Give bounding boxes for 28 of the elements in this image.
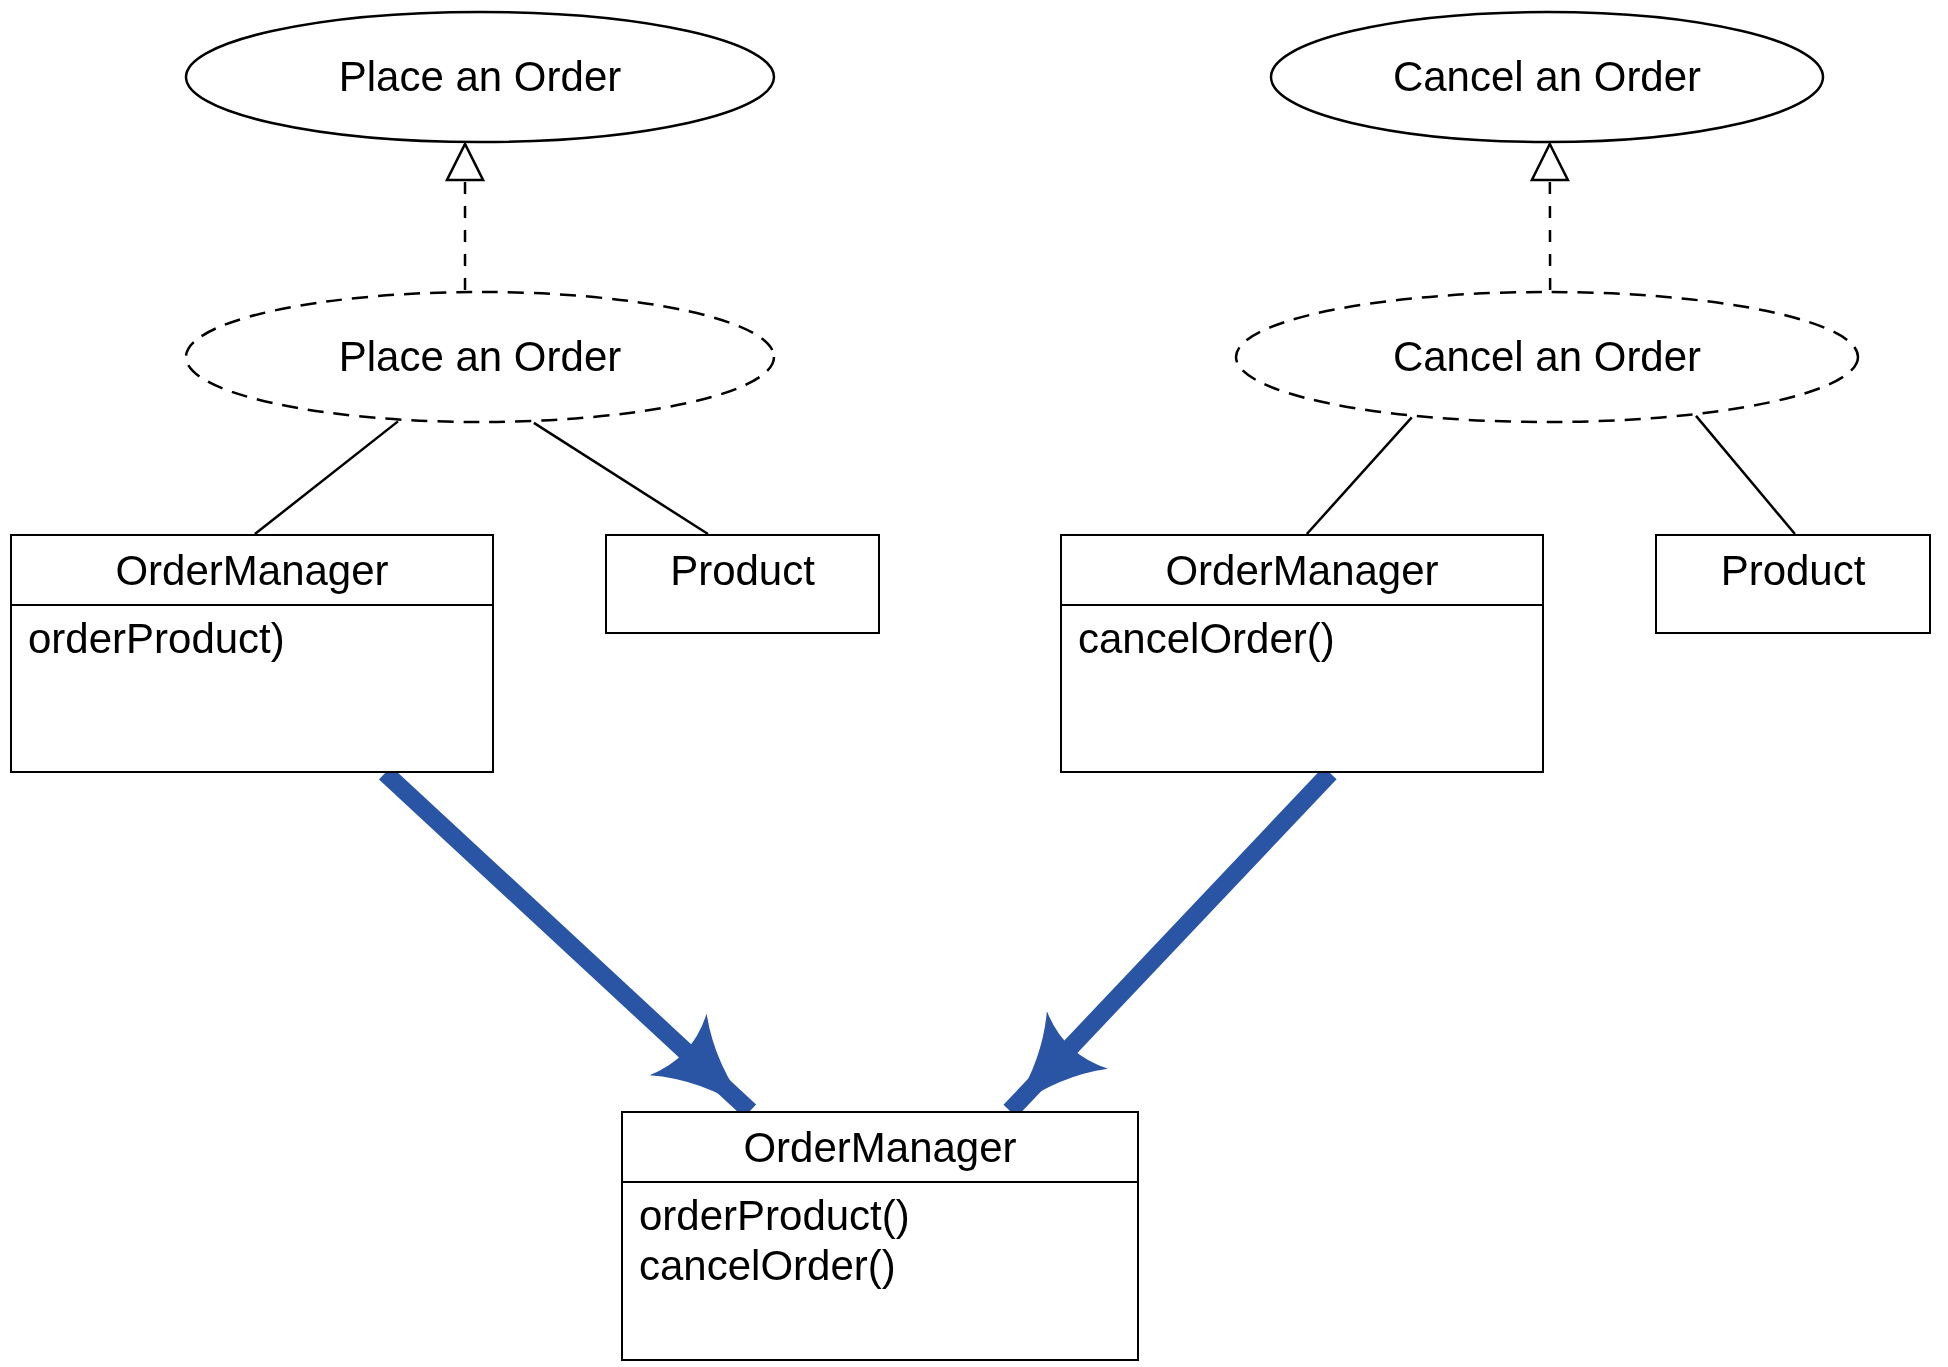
method-name: cancelOrder()	[639, 1241, 897, 1292]
class-name: Product	[670, 547, 815, 594]
method-name: orderProduct()	[639, 1191, 911, 1241]
class-box	[10, 534, 494, 773]
use-case-ellipse	[1269, 10, 1825, 144]
use-case-ellipse	[184, 10, 776, 144]
use-case-ellipse	[184, 290, 776, 424]
class-name: Product	[1720, 547, 1866, 594]
class-box	[1655, 534, 1931, 634]
class-box	[1060, 534, 1544, 773]
method-name: orderProduct)	[28, 614, 286, 664]
class-name: OrderManager	[115, 547, 389, 594]
method-name: cancelOrder()	[1078, 614, 1336, 664]
class-name: OrderManager	[1165, 547, 1439, 594]
class-box	[621, 1111, 1139, 1361]
association-line	[254, 420, 399, 535]
use-case-name: Cancel an Order	[1392, 333, 1702, 381]
realization-arrow	[445, 142, 485, 291]
realization-arrow	[1530, 142, 1570, 290]
use-case-name: Place an Order	[338, 53, 622, 101]
class-box	[605, 534, 880, 634]
association-line	[1305, 416, 1413, 535]
use-case-name: Cancel an Order	[1392, 53, 1702, 101]
use-case-ellipse	[1234, 290, 1860, 424]
class-name: OrderManager	[743, 1124, 1017, 1171]
association-line	[1695, 415, 1796, 535]
use-case-name: Place an Order	[338, 333, 622, 381]
association-line	[533, 421, 709, 536]
